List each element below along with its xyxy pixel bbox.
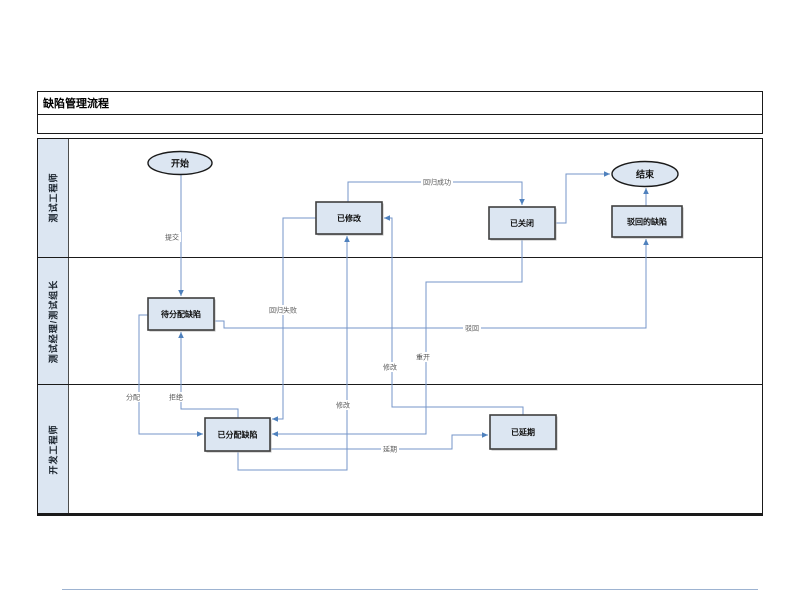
node-shape-fixed	[315, 201, 383, 235]
node-rejected: 驳回的缺陷	[611, 205, 684, 239]
edge-label-bg	[381, 444, 399, 454]
edge-regression-ok: 回归成功	[347, 177, 525, 205]
node-label-assigned: 已分配缺陷	[218, 430, 258, 440]
edge-modify-assigned: 修改	[237, 236, 352, 471]
arrowhead-icon	[178, 290, 184, 296]
lane-label-test-manager: 测试经理/测试组长	[38, 257, 69, 385]
arrowhead-icon	[519, 199, 525, 205]
diagram-title: 缺陷管理流程	[43, 98, 109, 110]
arrowhead-icon	[178, 332, 184, 338]
arrowhead-icon	[384, 215, 390, 221]
edge-rejected-to-end	[643, 188, 649, 206]
edge-assign: 分配	[124, 314, 203, 437]
edge-submit: 提交	[163, 175, 184, 296]
node-shape-toassign	[147, 297, 215, 331]
edge-label-regression-ok: 回归成功	[423, 178, 451, 187]
node-label-closed: 已关闭	[510, 218, 534, 228]
edge-line-assign	[138, 314, 203, 435]
edge-line-reopen	[272, 239, 523, 435]
node-toassign: 待分配缺陷	[147, 297, 216, 332]
edge-label-bg	[421, 177, 453, 187]
edge-label-bg	[163, 232, 181, 242]
arrowhead-icon	[272, 416, 278, 422]
arrowhead-icon	[272, 431, 278, 437]
edge-label-modify-assigned: 修改	[336, 401, 350, 410]
lane-dev-engineer: 开发工程师	[38, 384, 762, 513]
node-closed: 已关闭	[488, 206, 557, 241]
edge-line-refuse	[180, 332, 239, 418]
edge-line-closed-to-end	[555, 173, 610, 224]
arrowhead-icon	[643, 239, 649, 245]
edge-reopen: 重开	[272, 239, 523, 437]
node-shape-assigned	[204, 417, 271, 452]
arrowhead-icon	[482, 432, 488, 438]
node-label-end: 结束	[636, 169, 655, 180]
node-shape-closed	[488, 206, 556, 240]
edge-label-regression-fail: 回归失败	[269, 306, 297, 315]
node-end: 结束	[611, 160, 679, 188]
arrowhead-icon	[344, 236, 350, 242]
edge-reject: 驳回	[214, 239, 649, 333]
node-shape-start	[147, 150, 213, 176]
node-label-start: 开始	[171, 158, 189, 169]
edge-regression-fail: 回归失败	[267, 217, 316, 422]
edge-label-refuse: 拒绝	[169, 393, 183, 402]
node-shape-end	[611, 160, 679, 188]
edge-label-bg	[414, 352, 432, 362]
edge-label-bg	[167, 392, 185, 402]
edge-label-bg	[381, 362, 399, 372]
title-sub-band	[37, 114, 763, 134]
edge-closed-to-end	[555, 171, 610, 224]
edge-label-assign: 分配	[126, 393, 140, 402]
arrowhead-icon	[643, 188, 649, 194]
node-delayed: 已延期	[489, 414, 558, 451]
node-label-toassign: 待分配缺陷	[160, 309, 201, 319]
edge-refuse: 拒绝	[167, 332, 239, 418]
edge-label-submit: 提交	[165, 233, 179, 242]
edge-line-regression-fail	[272, 217, 316, 420]
edge-delay: 延期	[270, 432, 488, 454]
edge-label-delay: 延期	[383, 445, 397, 454]
edge-label-reject: 驳回	[465, 325, 479, 333]
edge-label-modify-delayed: 修改	[383, 363, 397, 372]
edge-line-reject	[214, 239, 647, 329]
lane-test-manager: 测试经理/测试组长	[38, 256, 762, 385]
edge-label-bg	[124, 392, 142, 402]
arrowhead-icon	[604, 171, 610, 177]
page-footer-rule	[62, 589, 758, 590]
node-start: 开始	[147, 150, 213, 176]
lane-label-test-engineer: 测试工程师	[38, 139, 69, 257]
lane-test-engineer: 测试工程师	[38, 139, 762, 257]
node-shape-delayed	[489, 414, 557, 450]
edge-label-bg	[267, 305, 299, 315]
node-label-delayed: 已延期	[511, 427, 535, 437]
arrowhead-icon	[197, 431, 203, 437]
node-label-rejected: 驳回的缺陷	[627, 217, 667, 227]
edge-modify-delayed: 修改	[381, 215, 524, 415]
edge-line-modify-delayed	[384, 217, 524, 415]
edge-line-delay	[270, 434, 488, 450]
node-shape-rejected	[611, 205, 683, 238]
diagram-title-bar: 缺陷管理流程	[37, 91, 763, 115]
edge-label-reopen: 重开	[416, 354, 430, 362]
node-fixed: 已修改	[315, 201, 384, 236]
lane-label-dev-engineer: 开发工程师	[38, 385, 69, 513]
edge-label-bg	[334, 400, 352, 410]
node-label-fixed: 已修改	[337, 213, 362, 223]
swimlane-frame: 测试工程师 测试经理/测试组长 开发工程师	[37, 138, 763, 516]
edge-line-modify-assigned	[237, 236, 348, 471]
node-assigned: 已分配缺陷	[204, 417, 272, 453]
edge-label-bg	[463, 323, 481, 333]
